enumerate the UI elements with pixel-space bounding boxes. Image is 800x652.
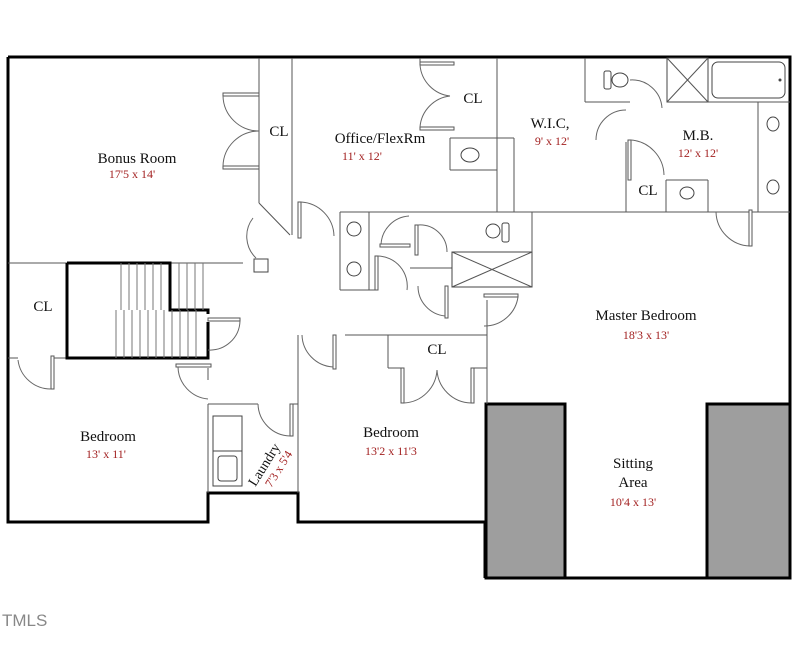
room-labels: Bonus Room 17'5 x 14' Office/FlexRm 11' … xyxy=(33,91,718,509)
sink-icon xyxy=(766,179,780,195)
room-name-bonus: Bonus Room xyxy=(98,151,177,167)
room-dims-master-bath: 12' x 12' xyxy=(678,146,718,160)
room-name-office: Office/FlexRm xyxy=(335,131,426,147)
sink-icon xyxy=(766,116,780,132)
room-dims-office: 11' x 12' xyxy=(342,149,382,163)
room-dims-bedroom-center: 13'2 x 11'3 xyxy=(365,444,417,458)
room-name-bedroom-center: Bedroom xyxy=(363,425,419,441)
shaded-block-left xyxy=(484,402,567,580)
room-dims-master-bedroom: 18'3 x 13' xyxy=(623,328,669,342)
room-dims-bedroom-left: 13' x 11' xyxy=(86,447,126,461)
room-name-bedroom-left: Bedroom xyxy=(80,429,136,445)
shower-icon xyxy=(666,57,709,103)
sink-icon xyxy=(346,261,362,277)
bathtub-icon xyxy=(711,61,786,99)
closet-label-office: CL xyxy=(463,91,482,107)
room-name-sitting-1: Sitting xyxy=(613,456,654,472)
interior-walls xyxy=(8,58,790,493)
toilet-icon xyxy=(485,223,501,239)
closet-label-bonus: CL xyxy=(269,124,288,140)
doors xyxy=(17,61,753,437)
closet-label-mb: CL xyxy=(638,183,657,199)
room-dims-wic: 9' x 12' xyxy=(535,134,569,148)
toilet-icon xyxy=(603,70,612,90)
sink-icon xyxy=(679,186,695,200)
watermark-logo: TMLS xyxy=(2,611,48,630)
room-dims-sitting: 10'4 x 13' xyxy=(610,495,656,509)
staircase xyxy=(65,258,269,360)
sink-icon xyxy=(460,147,480,163)
shaded-block-right xyxy=(705,402,792,580)
closet-label-bedroom: CL xyxy=(427,342,446,358)
sink-icon xyxy=(346,221,362,237)
closet-label-stair: CL xyxy=(33,299,52,315)
shower-icon xyxy=(451,251,533,288)
room-name-master-bedroom: Master Bedroom xyxy=(595,308,697,324)
room-name-master-bath: M.B. xyxy=(683,128,714,144)
exterior-walls xyxy=(6,55,792,580)
washer-icon xyxy=(212,415,243,452)
fixtures xyxy=(212,57,786,487)
room-name-sitting-2: Area xyxy=(618,475,647,491)
room-dims-bonus: 17'5 x 14' xyxy=(109,167,155,181)
room-name-wic: W.I.C, xyxy=(530,116,569,132)
